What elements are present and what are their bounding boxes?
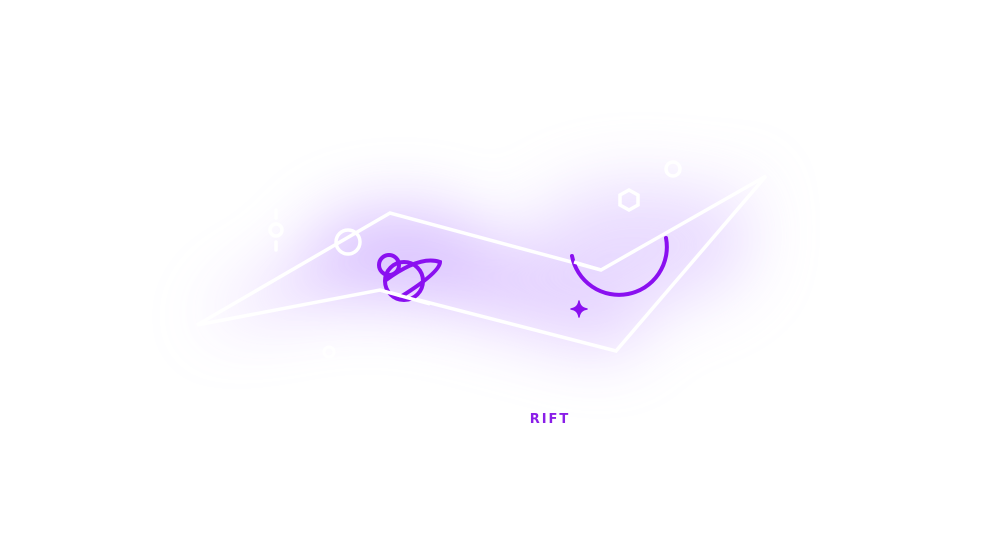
planet-icon (377, 253, 443, 302)
small-ring-icon (334, 228, 362, 256)
hexagon-star-icon (618, 187, 640, 213)
small-ring-icon (664, 160, 682, 178)
brand-wordmark: RIFT (529, 412, 571, 427)
sparkle-star-icon (570, 300, 588, 318)
slim-star-icon (268, 208, 284, 252)
planet-cut (379, 288, 431, 306)
purple-glow (195, 175, 765, 352)
crescent-moon-icon (570, 236, 669, 297)
tiny-ring-icon (322, 345, 336, 359)
rift-outline-overlap (573, 260, 602, 272)
